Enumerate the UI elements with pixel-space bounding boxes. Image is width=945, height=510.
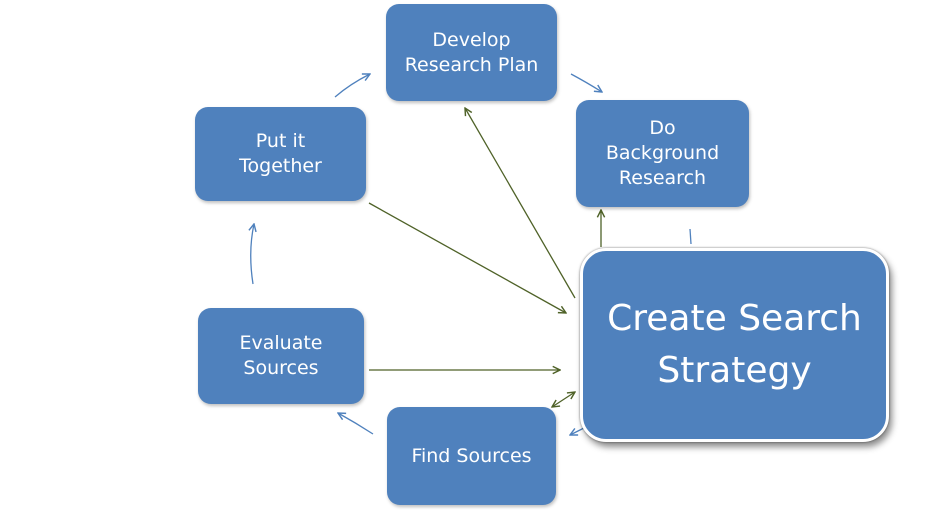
node-do-background-research: Do Background Research	[576, 100, 749, 207]
cycle-arrow-background-to-strategy	[689, 228, 692, 245]
cycle-arrow-evaluate-to-together	[251, 224, 254, 285]
cycle-arrow-plan-to-background	[570, 73, 602, 92]
hub-arrow-together-to-strategy	[368, 202, 566, 313]
node-create-search-strategy: Create Search Strategy	[580, 248, 889, 442]
node-evaluate-sources: Evaluate Sources	[198, 308, 364, 404]
hub-arrow-strategy-to-plan	[465, 108, 576, 299]
node-develop-research-plan: Develop Research Plan	[386, 4, 557, 101]
cycle-arrow-together-to-plan	[334, 74, 370, 98]
cycle-arrow-find-to-evaluate	[338, 413, 374, 435]
node-put-it-together: Put it Together	[195, 107, 366, 201]
node-find-sources: Find Sources	[387, 407, 556, 505]
hub-arrow-find-strategy-bidirectional	[552, 392, 575, 407]
